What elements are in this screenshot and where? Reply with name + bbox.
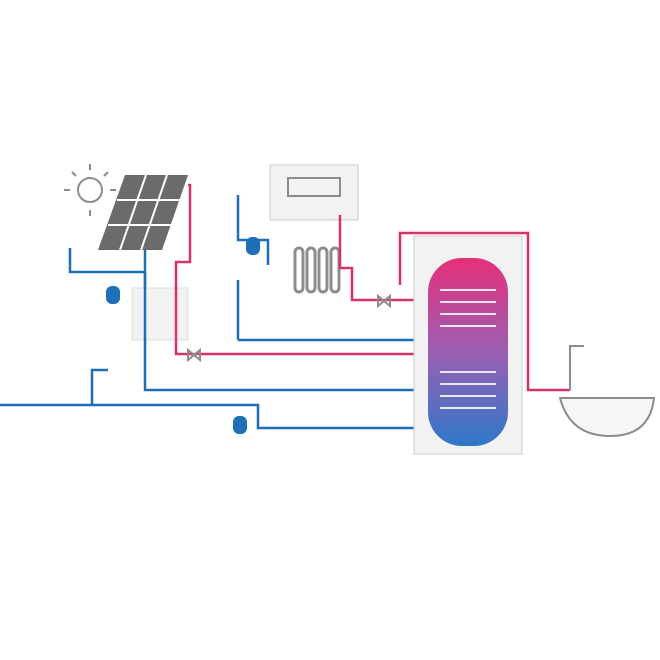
radiator-icon [293, 246, 341, 294]
hot-water-lines [174, 183, 570, 392]
shower-head-icon [569, 345, 584, 390]
bathtub-icon [558, 397, 656, 438]
solar-collector-icon [98, 174, 188, 251]
boiler-icon [269, 164, 359, 221]
expansion-vessel-icon [106, 237, 260, 434]
pump-station [131, 287, 189, 341]
sun-icon [64, 164, 116, 216]
cold-water-lines [0, 195, 418, 430]
storage-tank-icon [413, 235, 523, 455]
valve-icon [187, 293, 391, 363]
